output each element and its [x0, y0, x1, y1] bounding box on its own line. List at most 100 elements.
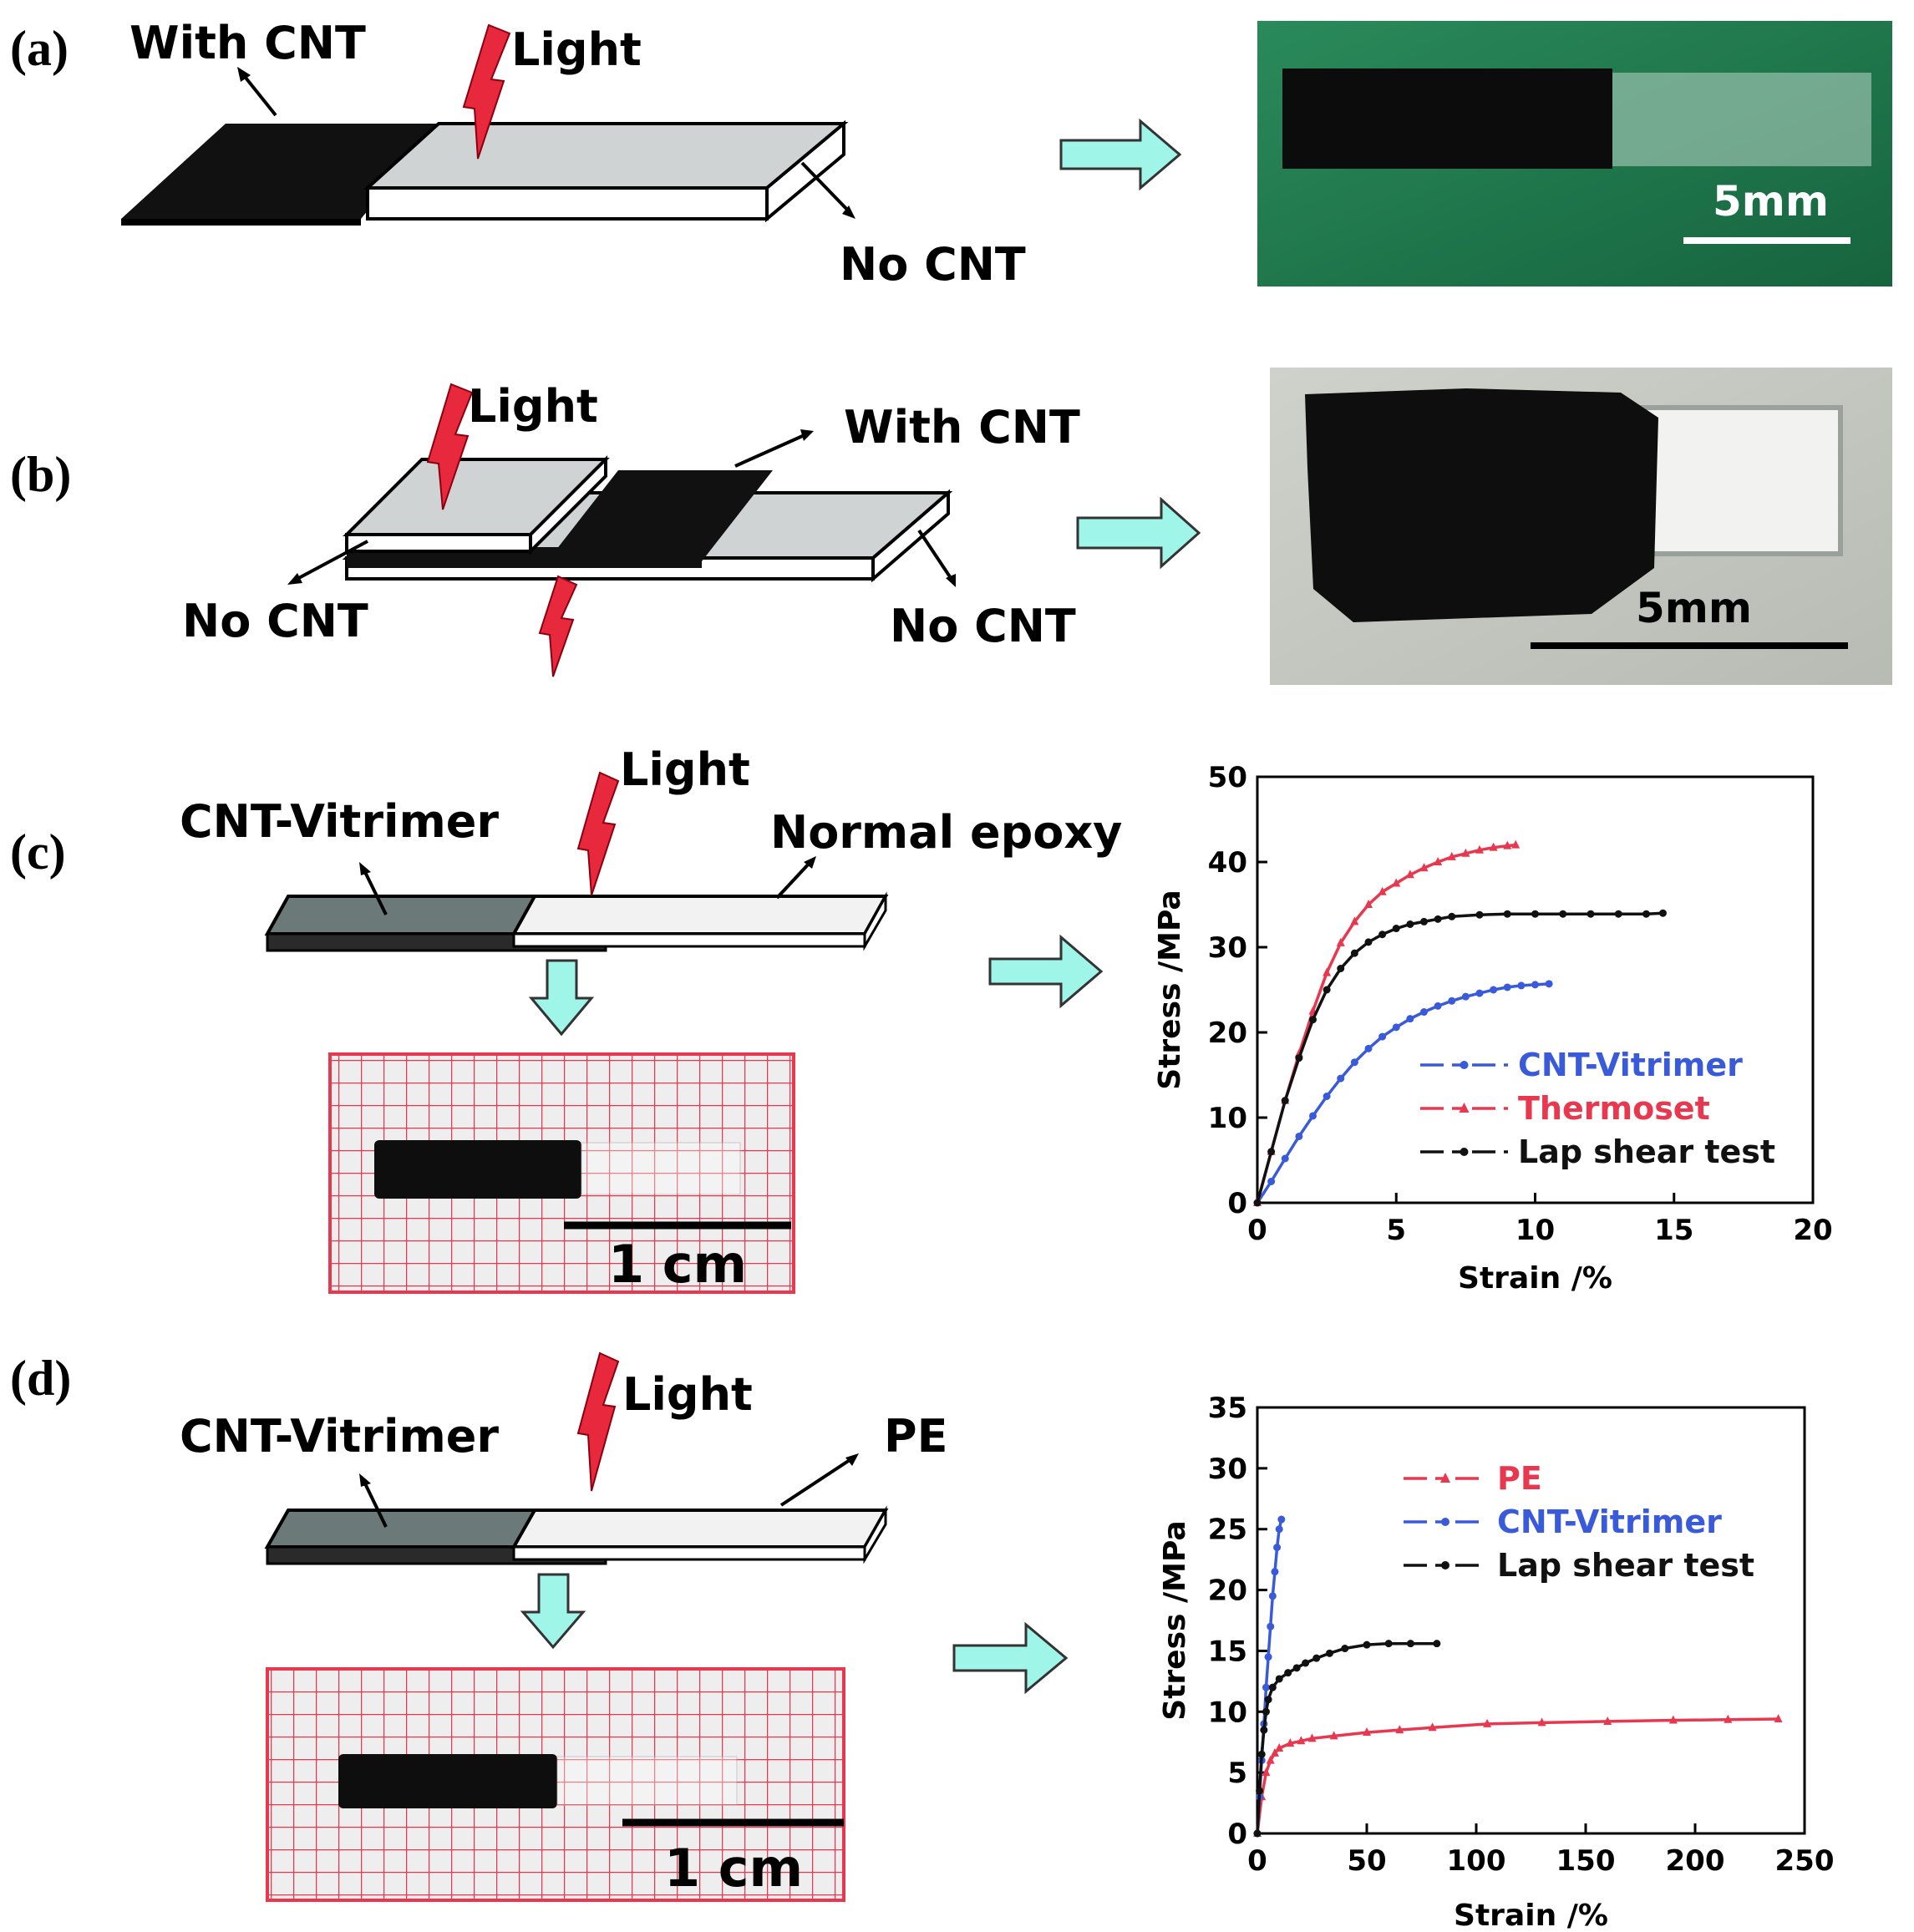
data-point-cnt-vitrimer: [1364, 1044, 1373, 1052]
data-point-lap-shear-test: [1614, 910, 1622, 918]
flow-arrow-icon: [1076, 496, 1201, 570]
legend-label-lap-shear-test: Lap shear test: [1518, 1133, 1775, 1170]
data-point-pe: [1483, 1718, 1492, 1727]
data-point-thermoset: [1336, 937, 1345, 946]
x-tick-label: 200: [1666, 1844, 1725, 1878]
data-point-cnt-vitrimer: [1268, 1592, 1277, 1600]
data-point-thermoset: [1350, 916, 1359, 925]
data-point-lap-shear-test: [1658, 909, 1667, 917]
data-point-pe: [1537, 1717, 1546, 1727]
data-point-lap-shear-test: [1275, 1675, 1283, 1683]
label-with-cnt: With CNT: [844, 401, 1080, 454]
legend-marker-cnt-vitrimer: [1441, 1518, 1449, 1526]
label-normal-epoxy: Normal epoxy: [770, 806, 1122, 859]
data-point-thermoset: [1378, 886, 1387, 895]
panel-d-label: (d): [10, 1351, 71, 1406]
legend-label-pe: PE: [1497, 1460, 1542, 1497]
data-point-lap-shear-test: [1587, 910, 1595, 918]
data-point-lap-shear-test: [1392, 925, 1400, 933]
cnt-sample: [374, 1140, 581, 1199]
data-point-pe: [1286, 1738, 1295, 1747]
data-point-lap-shear-test: [1337, 965, 1345, 972]
x-tick-label: 250: [1775, 1844, 1835, 1878]
data-point-cnt-vitrimer: [1531, 981, 1539, 989]
panel-a-label: (a): [10, 21, 69, 76]
series-line-thermoset: [1256, 843, 1516, 1204]
data-point-cnt-vitrimer: [1517, 981, 1526, 990]
data-point-lap-shear-test: [1350, 949, 1358, 957]
x-tick-label: 100: [1447, 1844, 1506, 1878]
data-point-cnt-vitrimer: [1309, 1112, 1317, 1120]
data-point-cnt-vitrimer: [1545, 980, 1553, 988]
data-point-lap-shear-test: [1341, 1645, 1349, 1653]
data-point-cnt-vitrimer: [1434, 1001, 1442, 1010]
series-line-cnt-vitrimer: [1256, 982, 1550, 1204]
x-tick-label: 150: [1556, 1844, 1616, 1878]
y-tick-label: 20: [1208, 1017, 1247, 1050]
panel-a-photo: 5mm: [1257, 21, 1892, 287]
lightning-icon: [426, 383, 474, 510]
panel-d-photo: 1 cm: [266, 1667, 845, 1902]
data-point-thermoset: [1434, 857, 1443, 865]
label-light: Light: [620, 743, 750, 796]
data-point-pe: [1275, 1743, 1284, 1752]
data-point-thermoset: [1475, 844, 1484, 854]
data-point-thermoset: [1511, 839, 1521, 849]
data-point-lap-shear-test: [1256, 1787, 1264, 1795]
clear-sample: [556, 1756, 738, 1806]
data-point-lap-shear-test: [1292, 1664, 1301, 1672]
data-point-pe: [1603, 1716, 1612, 1725]
data-point-lap-shear-test: [1281, 1097, 1289, 1105]
x-tick-label: 50: [1347, 1844, 1386, 1878]
x-tick-label: 5: [1386, 1214, 1406, 1247]
data-point-lap-shear-test: [1312, 1654, 1321, 1662]
scale-label: 1 cm: [664, 1838, 803, 1899]
data-point-lap-shear-test: [1378, 931, 1387, 939]
data-point-lap-shear-test: [1475, 910, 1484, 919]
plot-frame: [1256, 1406, 1806, 1835]
x-tick-label: 20: [1793, 1214, 1832, 1247]
panel-d-schematic: CNT-Vitrimer Light PE: [180, 1351, 947, 1650]
x-tick-label: 10: [1515, 1214, 1555, 1247]
legend-label-lap-shear-test: Lap shear test: [1497, 1547, 1754, 1584]
data-point-lap-shear-test: [1268, 1683, 1277, 1691]
data-point-thermoset: [1405, 870, 1414, 879]
clear-sample: [581, 1142, 741, 1195]
legend-marker-pe: [1440, 1473, 1450, 1483]
scale-label: 5mm: [1713, 177, 1829, 226]
data-point-lap-shear-test: [1253, 1829, 1262, 1838]
legend-marker-thermoset: [1459, 1103, 1470, 1113]
label-cnt-vitrimer: CNT-Vitrimer: [180, 795, 499, 848]
data-point-lap-shear-test: [1262, 1707, 1270, 1716]
data-point-lap-shear-test: [1323, 986, 1331, 994]
data-point-lap-shear-test: [1267, 1148, 1276, 1156]
cnt-sample: [1305, 388, 1658, 622]
panel-c: (c) CNT-Vitrimer Light Normal epoxy 1 cm: [10, 743, 1833, 1296]
data-point-cnt-vitrimer: [1448, 996, 1456, 1005]
x-tick-label: 0: [1247, 1214, 1267, 1247]
data-point-pe: [1262, 1767, 1271, 1777]
y-tick-label: 5: [1227, 1757, 1247, 1790]
y-axis-label: Stress /MPa: [1158, 1520, 1192, 1720]
data-point-lap-shear-test: [1364, 938, 1373, 946]
data-point-lap-shear-test: [1420, 917, 1428, 925]
panel-b-label: (b): [10, 447, 71, 502]
label-no-cnt-right: No CNT: [890, 600, 1076, 652]
data-point-lap-shear-test: [1531, 910, 1539, 918]
lightning-icon: [576, 771, 620, 896]
data-point-lap-shear-test: [1384, 1640, 1393, 1648]
label-cnt-vitrimer: CNT-Vitrimer: [180, 1410, 499, 1463]
data-point-cnt-vitrimer: [1323, 1093, 1331, 1100]
panel-c-photo: 1 cm: [328, 1052, 795, 1295]
legend-label-cnt-vitrimer: CNT-Vitrimer: [1518, 1047, 1743, 1083]
data-point-thermoset: [1489, 842, 1498, 851]
down-arrow-icon: [520, 1573, 586, 1650]
data-point-cnt-vitrimer: [1350, 1058, 1358, 1067]
data-point-lap-shear-test: [1284, 1669, 1292, 1677]
data-point-pe: [1329, 1731, 1338, 1740]
data-point-pe: [1428, 1722, 1437, 1732]
data-point-lap-shear-test: [1325, 1649, 1333, 1657]
lightning-icon: [576, 1351, 620, 1492]
label-light: Light: [511, 23, 642, 76]
data-point-lap-shear-test: [1295, 1054, 1303, 1062]
